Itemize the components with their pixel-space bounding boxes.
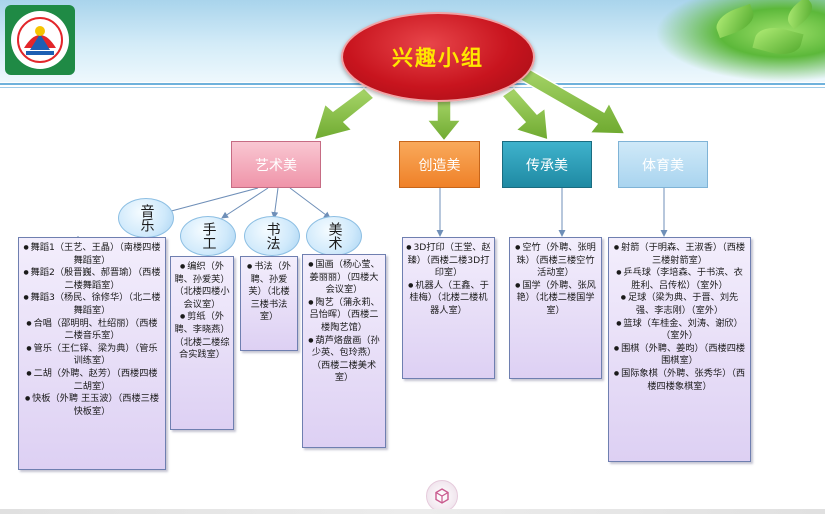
list-item: 国画（杨心莹、姜丽丽）（四楼大会议室） bbox=[306, 259, 382, 297]
list-item: 国际象棋（外聘、张秀华）（西楼四楼象棋室） bbox=[612, 368, 747, 393]
category-create-label: 创造美 bbox=[418, 157, 461, 174]
list-item: 足球（梁为典、于晋、刘先强、李志刚）（室外） bbox=[612, 292, 747, 317]
list-item: 射箭（于明森、王淑香）（西楼三楼射箭室） bbox=[612, 242, 747, 267]
connector-line bbox=[221, 187, 269, 219]
category-sports-label: 体育美 bbox=[642, 157, 684, 174]
list-item: 舞蹈1（王艺、王晶）（南楼四楼舞蹈室） bbox=[22, 242, 162, 267]
arrow-to-create bbox=[425, 95, 463, 143]
subgroup-calligraphy: 书法 bbox=[244, 216, 300, 256]
list-item: 机器人（王鑫、于桂梅）（北楼二楼机器人室） bbox=[406, 280, 491, 318]
arrow-to-inherit bbox=[500, 87, 549, 142]
list-item: 国学（外聘、张风艳）（北楼二楼国学室） bbox=[513, 280, 598, 318]
box-fineart: 国画（杨心莹、姜丽丽）（四楼大会议室） 陶艺（蒲永莉、吕怡晖）（西楼二楼陶艺馆）… bbox=[302, 254, 386, 448]
box-craft: 编织（外聘、孙爱芙）（北楼四楼小会议室） 剪纸（外聘、李晓燕）（北楼二楼综合实践… bbox=[170, 256, 234, 430]
category-sports: 体育美 bbox=[618, 141, 708, 188]
list-item: 合唱（邵明明、杜绍丽）（西楼二楼音乐室） bbox=[22, 318, 162, 343]
box-sports: 射箭（于明森、王淑香）（西楼三楼射箭室） 乒乓球（李培森、于书滨、衣胜利、吕传松… bbox=[608, 237, 751, 462]
title-oval: 兴趣小组 bbox=[341, 12, 535, 102]
cube-icon bbox=[435, 488, 449, 504]
list-item: 书法（外聘、孙爱芙）（北楼三楼书法室） bbox=[244, 261, 294, 324]
subgroup-craft: 手工 bbox=[180, 216, 236, 256]
list-item: 二胡（外聘、赵芳）（西楼四楼二胡室） bbox=[22, 368, 162, 393]
subgroup-music-label: 音乐 bbox=[138, 204, 155, 232]
title-text: 兴趣小组 bbox=[392, 45, 484, 70]
list-item: 陶艺（蒲永莉、吕怡晖）（西楼二楼陶艺馆） bbox=[306, 297, 382, 335]
leaf-decoration bbox=[655, 0, 825, 82]
category-create: 创造美 bbox=[399, 141, 480, 188]
subgroup-fineart-label: 美术 bbox=[326, 222, 343, 250]
box-create: 3D打印（王堂、赵臻）（西楼二楼3D打印室） 机器人（王鑫、于桂梅）（北楼二楼机… bbox=[402, 237, 495, 379]
list-item: 空竹（外聘、张明珠）（西楼三楼空竹活动室） bbox=[513, 242, 598, 280]
subgroup-fineart: 美术 bbox=[306, 216, 362, 256]
box-inherit: 空竹（外聘、张明珠）（西楼三楼空竹活动室） 国学（外聘、张风艳）（北楼二楼国学室… bbox=[509, 237, 602, 379]
school-logo-icon bbox=[5, 5, 75, 75]
category-art: 艺术美 bbox=[231, 141, 321, 188]
list-item: 舞蹈3（杨民、徐修华）（北二楼舞蹈室） bbox=[22, 292, 162, 317]
box-calligraphy: 书法（外聘、孙爱芙）（北楼三楼书法室） bbox=[240, 256, 298, 351]
connector-line bbox=[159, 187, 259, 216]
list-item: 乒乓球（李培森、于书滨、衣胜利、吕传松）（室外） bbox=[612, 267, 747, 292]
category-inherit-label: 传承美 bbox=[526, 157, 568, 174]
footer-strip bbox=[0, 509, 825, 514]
box-music: 舞蹈1（王艺、王晶）（南楼四楼舞蹈室） 舞蹈2（殷晋巍、郝晋瑜）（西楼二楼舞蹈室… bbox=[18, 237, 166, 470]
list-item: 葫芦烙盘画（孙少英、包玲燕）（西楼二楼美术室） bbox=[306, 335, 382, 385]
list-item: 围棋（外聘、姜昀）（西楼四楼围棋室） bbox=[612, 343, 747, 368]
list-item: 篮球（车桂金、刘涛、谢欣）（室外） bbox=[612, 318, 747, 343]
category-art-label: 艺术美 bbox=[255, 157, 297, 174]
list-item: 快板（外聘 王玉波）（西楼三楼快板室） bbox=[22, 393, 162, 418]
list-item: 剪纸（外聘、李晓燕）（北楼二楼综合实践室） bbox=[174, 311, 230, 361]
connector-line bbox=[271, 187, 279, 219]
list-item: 编织（外聘、孙爱芙）（北楼四楼小会议室） bbox=[174, 261, 230, 311]
connector-line bbox=[289, 187, 331, 219]
subgroup-craft-label: 手工 bbox=[200, 222, 217, 250]
subgroup-calligraphy-label: 书法 bbox=[264, 222, 281, 250]
arrow-to-sports bbox=[515, 64, 627, 135]
list-item: 3D打印（王堂、赵臻）（西楼二楼3D打印室） bbox=[406, 242, 491, 280]
list-item: 舞蹈2（殷晋巍、郝晋瑜）（西楼二楼舞蹈室） bbox=[22, 267, 162, 292]
arrow-to-art bbox=[312, 87, 376, 142]
list-item: 管乐（王仁铎、梁为典）（管乐训练室） bbox=[22, 343, 162, 368]
footer-logo-icon bbox=[426, 480, 458, 512]
subgroup-music: 音乐 bbox=[118, 198, 174, 238]
category-inherit: 传承美 bbox=[502, 141, 592, 188]
